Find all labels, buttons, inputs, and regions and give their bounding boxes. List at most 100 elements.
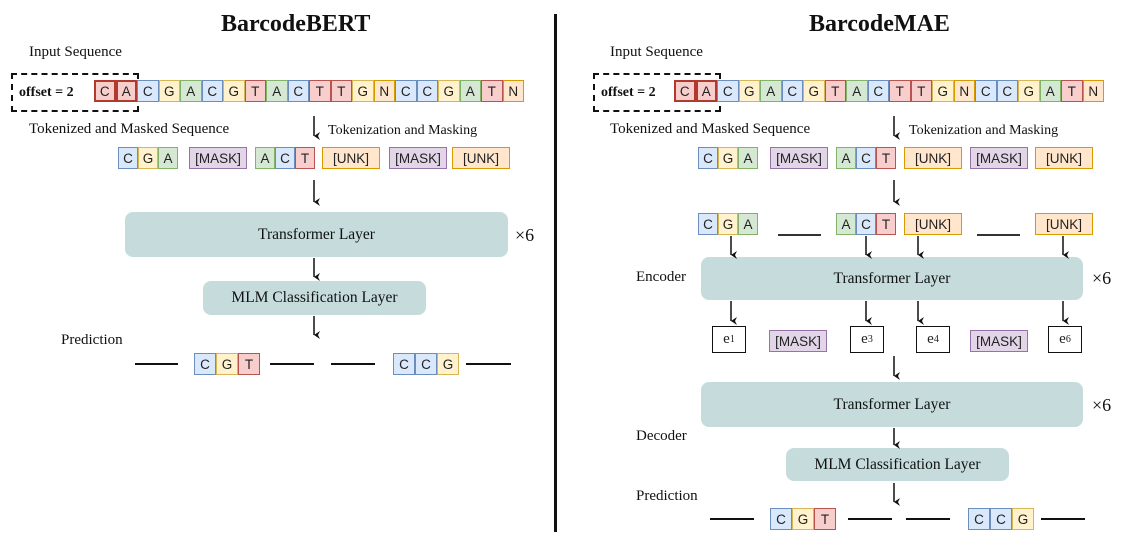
visible-token-t: T <box>876 213 896 235</box>
prediction-token-c: C <box>415 353 437 375</box>
visible-token-c: C <box>698 213 718 235</box>
repeat-label: ×6 <box>515 225 535 245</box>
kmer-token-g: G <box>718 147 738 169</box>
mask-token: [MASK] <box>189 147 247 169</box>
mlm-classification-layer: MLM Classification Layer <box>203 281 426 315</box>
encoder-transformer-layer: Transformer Layer <box>701 257 1083 300</box>
kmer-token-t: T <box>295 147 315 169</box>
kmer-token-c: C <box>698 147 718 169</box>
prediction-token-c: C <box>393 353 415 375</box>
kmer-token-c: C <box>856 147 876 169</box>
panel-title: BarcodeBERT <box>221 11 371 37</box>
prediction-label: Prediction <box>61 332 123 348</box>
input-sequence-label: Input Sequence <box>29 44 122 60</box>
nucleotide-c: C <box>867 80 889 102</box>
kmer-token-t: T <box>876 147 896 169</box>
nucleotide-g: G <box>223 80 245 102</box>
unk-token: [UNK] <box>452 147 510 169</box>
prediction-token-c: C <box>968 508 990 530</box>
prediction-label: Prediction <box>636 488 698 504</box>
masked-gap-line <box>977 234 1020 236</box>
mask-token: [MASK] <box>970 147 1028 169</box>
unk-token: [UNK] <box>1035 147 1093 169</box>
kmer-token-a: A <box>738 147 758 169</box>
unk-token: [UNK] <box>322 147 380 169</box>
visible-unk-token: [UNK] <box>904 213 962 235</box>
mask-token: [MASK] <box>769 330 827 352</box>
prediction-token-g: G <box>792 508 814 530</box>
nucleotide-c: C <box>287 80 309 102</box>
kmer-token-c: C <box>118 147 138 169</box>
nucleotide-a: A <box>266 80 288 102</box>
nucleotide-t: T <box>309 80 331 102</box>
nucleotide-n: N <box>953 80 975 102</box>
offset-token-a: A <box>695 80 717 102</box>
nucleotide-c: C <box>975 80 997 102</box>
nucleotide-g: G <box>932 80 954 102</box>
unk-token: [UNK] <box>904 147 962 169</box>
nucleotide-t: T <box>244 80 266 102</box>
masked-gap-line <box>466 363 511 365</box>
nucleotide-g: G <box>803 80 825 102</box>
visible-token-g: G <box>718 213 738 235</box>
mask-token: [MASK] <box>970 330 1028 352</box>
transformer-layer-label: Transformer Layer <box>258 225 375 243</box>
nucleotide-g: G <box>438 80 460 102</box>
kmer-token-g: G <box>138 147 158 169</box>
nucleotide-n: N <box>502 80 524 102</box>
nucleotide-n: N <box>373 80 395 102</box>
masked-gap-line <box>848 518 892 520</box>
decoder-label: Decoder <box>636 428 687 444</box>
transformer-layer: Transformer Layer <box>125 212 508 257</box>
tokenization-step-label: Tokenization and Masking <box>328 123 478 138</box>
nucleotide-t: T <box>889 80 911 102</box>
nucleotide-c: C <box>717 80 739 102</box>
nucleotide-c: C <box>201 80 223 102</box>
decoder-repeat-label: ×6 <box>1092 395 1112 415</box>
tokenized-label: Tokenized and Masked Sequence <box>29 121 230 137</box>
nucleotide-a: A <box>459 80 481 102</box>
nucleotide-t: T <box>824 80 846 102</box>
visible-token-c: C <box>856 213 876 235</box>
visible-unk-token: [UNK] <box>1035 213 1093 235</box>
prediction-token-c: C <box>194 353 216 375</box>
prediction-token-g: G <box>437 353 459 375</box>
offset-label: offset = 2 <box>601 84 656 100</box>
masked-gap-line <box>778 234 821 236</box>
kmer-token-a: A <box>836 147 856 169</box>
decoder-transformer-label: Transformer Layer <box>833 395 951 413</box>
prediction-token-t: T <box>238 353 260 375</box>
nucleotide-g: G <box>352 80 374 102</box>
input-sequence-label: Input Sequence <box>610 44 703 60</box>
nucleotide-g: G <box>158 80 180 102</box>
kmer-token-a: A <box>158 147 178 169</box>
offset-token-c: C <box>94 80 116 102</box>
masked-gap-line <box>1041 518 1085 520</box>
encoder-label: Encoder <box>636 269 686 285</box>
nucleotide-t: T <box>330 80 352 102</box>
nucleotide-a: A <box>846 80 868 102</box>
decoder-transformer-layer: Transformer Layer <box>701 382 1083 427</box>
prediction-token-t: T <box>814 508 836 530</box>
prediction-token-c: C <box>990 508 1012 530</box>
visible-token-a: A <box>836 213 856 235</box>
panel-title: BarcodeMAE <box>809 11 950 37</box>
kmer-token-a: A <box>255 147 275 169</box>
mlm-classification-layer: MLM Classification Layer <box>786 448 1009 481</box>
nucleotide-c: C <box>996 80 1018 102</box>
panel-divider <box>554 14 557 532</box>
mlm-classification-label: MLM Classification Layer <box>231 289 398 306</box>
masked-gap-line <box>906 518 950 520</box>
prediction-token-g: G <box>216 353 238 375</box>
nucleotide-c: C <box>395 80 417 102</box>
nucleotide-t: T <box>1061 80 1083 102</box>
tokenization-step-label: Tokenization and Masking <box>909 123 1059 138</box>
mlm-classification-label: MLM Classification Layer <box>814 455 981 473</box>
mask-token: [MASK] <box>770 147 828 169</box>
prediction-token-g: G <box>1012 508 1034 530</box>
